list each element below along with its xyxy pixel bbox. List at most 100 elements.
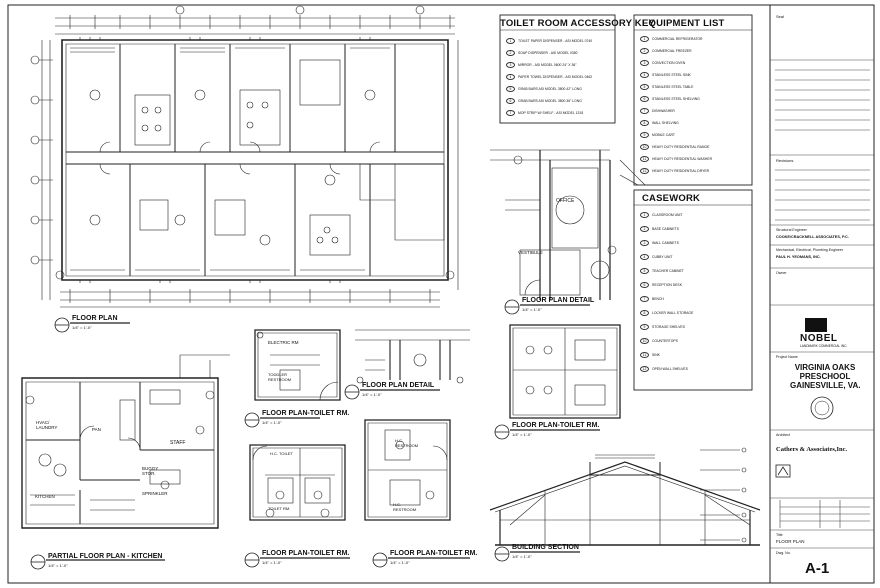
toilet-room-plan-3 [364,419,451,521]
room-vestibule: VESTIBULE [518,250,543,255]
main-floor-plan [30,5,459,308]
title-floor-plan-detail-2: FLOOR PLAN DETAIL [362,382,435,389]
equipment-item-number: 6 [640,96,649,102]
tb-dwg-label: Dwg. No. [776,551,791,555]
tb-sheet-title: FLOOR PLAN [776,539,805,544]
toilet-key-item-text: MIRROR - ASI MODEL 0600 24" X 36" [518,63,577,67]
tb-project-line-1: VIRGINIA OAKS [794,363,856,372]
casework-item-text: OPEN WALL SHELVES [652,367,688,371]
casework-item-text: RECEPTION DESK [652,283,682,287]
scale-toilet-3: 1/4" = 1'-0" [390,560,410,565]
title-floor-plan-detail-1: FLOOR PLAN DETAIL [522,297,595,304]
equipment-list-title: EQUIPMENT LIST [642,18,725,29]
scale-toilet-1: 1/4" = 1'-0" [262,420,282,425]
casework-item-text: BENCH [652,297,664,301]
casework-item-number: 1 [640,212,649,218]
toilet-key-item-number: 1 [506,38,515,44]
toilet-key-item-number: 3 [506,62,515,68]
title-toilet-rm-3: FLOOR PLAN-TOILET RM. [390,550,478,557]
tb-mep-firm: PAUL H. YEOMANS, INC. [776,255,821,259]
toilet-room-plan-4 [509,324,621,419]
equipment-item-text: CONVECTION OVEN [652,61,686,65]
toilet-key-item-text: GRAB BARS ASI MODEL 3800 36" LONG [518,99,582,103]
toilet-key-item-text: TOILET PAPER DISPENSER - ASI MODEL 0740 [518,39,593,43]
toilet-key-item-number: 4 [506,74,515,80]
scale-partial-kitchen: 1/4" = 1'-0" [48,563,68,568]
equipment-item-text: STAINLESS STEEL TABLE [652,85,694,89]
scale-detail-1: 1/4" = 1'-0" [522,307,542,312]
tb-mep-label: Mechanical, Electrical, Plumbing Enginee… [776,248,844,252]
casework-item-text: TEACHER CABINET [652,269,684,273]
floor-plan-detail-center [355,329,470,384]
title-floor-plan: FLOOR PLAN [72,315,118,322]
title-partial-kitchen: PARTIAL FLOOR PLAN - KITCHEN [48,553,163,560]
toilet-key-item-number: 7 [506,110,515,116]
equipment-item-number: 5 [640,84,649,90]
title-toilet-rm-2: FLOOR PLAN-TOILET RM. [262,550,350,557]
casework-item-number: 4 [640,254,649,260]
tb-seal-label: Seal [776,14,785,19]
casework-item-number: 12 [640,366,649,372]
casework-item-text: CUBBY UNIT [652,255,673,259]
room-pan: PAN [92,427,101,432]
casework-item-number: 7 [640,296,649,302]
casework-item-number: 3 [640,240,649,246]
toilet-room-plan-2 [249,444,346,521]
equipment-item-text: HEAVY DUTY RESIDENTIAL RANGE [652,145,710,149]
room-electric: ELECTRIC RM [268,340,299,345]
casework-item-number: 8 [640,310,649,316]
casework-item-text: SINK [652,353,660,357]
equipment-item-number: 2 [640,48,649,54]
casework-item-number: 6 [640,282,649,288]
equipment-item-number: 11 [640,156,649,162]
casework-item-number: 5 [640,268,649,274]
equipment-item-number: 4 [640,72,649,78]
casework-item-number: 10 [640,338,649,344]
room-hc-toilet: H.C. TOILET [270,451,293,456]
tb-architect-label: Architect [776,433,790,437]
room-staff: STAFF [170,440,186,446]
tb-project-line-3: GAINESVILLE, VA. [790,381,861,390]
equipment-item-text: MOBILE CART [652,133,675,137]
casework-item-text: STORAGE SHELVES [652,325,685,329]
title-toilet-rm-4: FLOOR PLAN-TOILET RM. [512,422,600,429]
tb-dwg-no: A-1 [805,560,830,577]
casework-item-number: 11 [640,352,649,358]
toilet-key-item-number: 6 [506,98,515,104]
tb-architect-firm: Cathers & Associates,Inc. [776,446,848,453]
room-toilet-rm: TOILET RM. [268,506,291,511]
scale-building-section: 1/4" = 1'-0" [512,554,532,559]
toilet-key-item-number: 2 [506,50,515,56]
equipment-item-number: 3 [640,60,649,66]
partial-plan-kitchen [21,354,230,529]
equipment-item-number: 9 [640,132,649,138]
scale-toilet-4: 1/4" = 1'-0" [512,432,532,437]
casework-item-text: LOCKER WALL STORAGE [652,311,694,315]
toilet-key-item-text: GRAB BARS ASI MODEL 3800 42" LONG [518,87,582,91]
tb-owner-label: Owner [776,271,787,275]
tb-structural-firm: COOKE/CRACKNELL ASSOCIATES, P.C. [776,235,849,239]
floor-plan-detail-vestibule [490,149,646,300]
tb-structural-label: Structural Engineer [776,228,807,232]
toilet-key-item-text: PAPER TOWEL DISPENSER - ASI MODEL 0462 [518,75,593,79]
toilet-key-title: TOILET ROOM ACCESSORY KEY [500,18,655,29]
room-buggy: BUGGY STOR. [142,466,159,476]
